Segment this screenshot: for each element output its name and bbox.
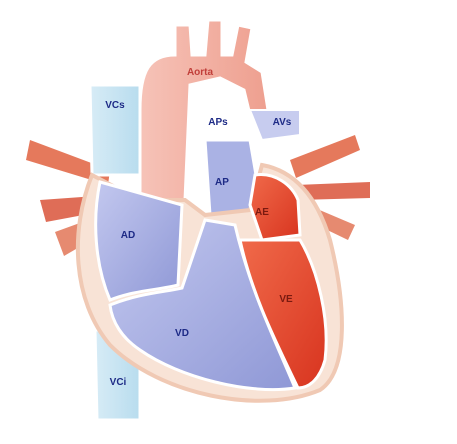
superior-vena-cava: [90, 85, 140, 175]
label-ap: AP: [215, 177, 229, 188]
label-vcs: VCs: [105, 100, 125, 111]
label-vd: VD: [175, 328, 189, 339]
label-aps: APs: [208, 117, 228, 128]
label-ve: VE: [279, 294, 293, 305]
label-ae: AE: [255, 207, 269, 218]
label-avs: AVs: [273, 117, 292, 128]
label-ad: AD: [121, 230, 135, 241]
label-vci: VCi: [110, 377, 127, 388]
label-aorta: Aorta: [187, 67, 214, 78]
